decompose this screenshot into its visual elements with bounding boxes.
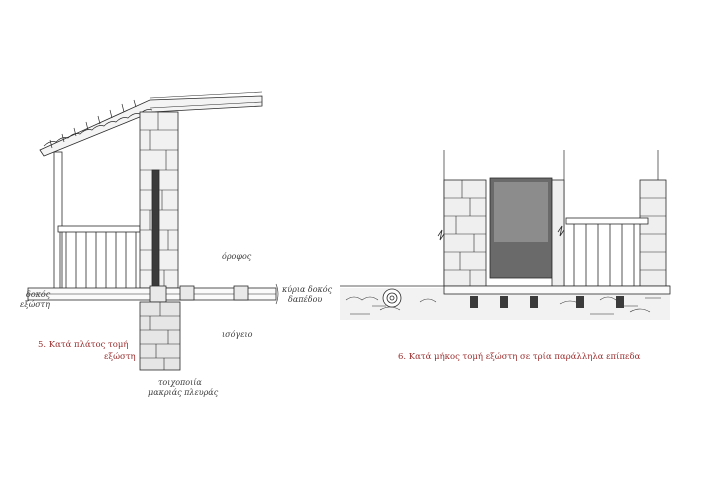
caption-figure-6: 6. Κατά μήκος τομή εξώστη σε τρία παράλλ… [398, 352, 641, 362]
label-main-floor-beam-line2: δαπέδου [288, 295, 323, 304]
joist-ends [470, 296, 624, 308]
ridge-beam [149, 91, 263, 109]
balcony-railing-long [565, 217, 649, 286]
label-upper-floor: όροφος [222, 252, 252, 261]
label-balcony-beam-line1: δοκός [26, 290, 51, 299]
log-end [382, 288, 402, 308]
left-stone-wall [443, 179, 487, 287]
roof-tiles [43, 99, 153, 149]
label-ground-floor: ισόγειο [222, 330, 253, 339]
balcony-railing [57, 225, 141, 290]
caption-figure-5-line1: 5. Κατά πλάτος τομή [38, 340, 129, 350]
label-main-floor-beam-line1: κύρια δοκός [282, 285, 333, 294]
label-balcony-beam-line2: εξώστη [20, 300, 50, 309]
label-bracket [275, 283, 279, 305]
label-wall-line2: μακριάς πλευράς [148, 388, 219, 397]
caption-figure-5-line2: εξώστη [104, 352, 136, 362]
label-wall-line1: τοιχοποιία [158, 378, 202, 387]
floor-beam-long [443, 285, 671, 295]
